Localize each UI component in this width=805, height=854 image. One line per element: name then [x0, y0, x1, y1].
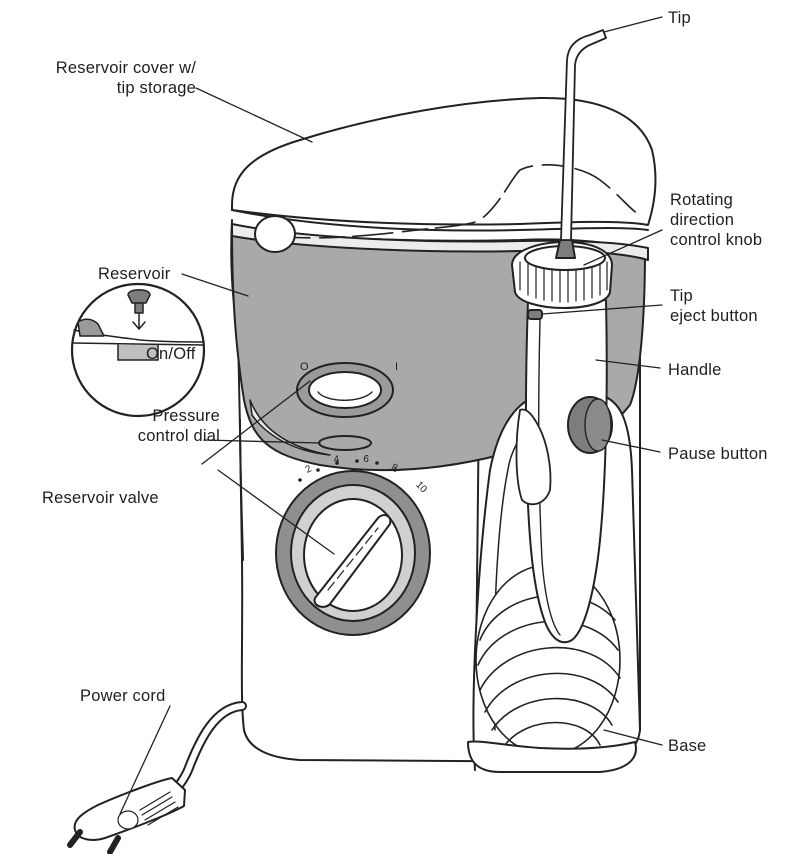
label-pressure-dial: Pressure control dial — [80, 406, 220, 446]
label-reservoir-cover: Reservoir cover w/ tip storage — [0, 58, 196, 98]
label-on-off: On/Off — [146, 344, 196, 364]
label-pause-button: Pause button — [668, 444, 768, 464]
dial-number-10: 10 — [413, 480, 429, 496]
label-tip-eject: Tip eject button — [670, 286, 758, 326]
plug-pin-right — [110, 838, 118, 852]
pause-button-face — [585, 399, 611, 451]
label-reservoir: Reservoir — [98, 264, 170, 284]
label-handle: Handle — [668, 360, 722, 380]
cover-button — [255, 216, 295, 252]
reservoir-cover — [232, 98, 655, 225]
tip-collar — [556, 240, 575, 258]
switch-on-mark: I — [395, 361, 398, 373]
label-reservoir-valve: Reservoir valve — [42, 488, 159, 508]
switch-off-mark: O — [300, 361, 309, 373]
label-tip: Tip — [668, 8, 691, 28]
tip-eject-button — [528, 310, 542, 319]
plug-pin-left — [70, 832, 80, 845]
power-plug — [75, 778, 185, 840]
label-rotating-knob: Rotating direction control knob — [670, 190, 762, 250]
on-off-button — [309, 372, 381, 408]
label-power-cord: Power cord — [80, 686, 165, 706]
label-base: Base — [668, 736, 706, 756]
reservoir-valve-slot — [319, 436, 371, 450]
